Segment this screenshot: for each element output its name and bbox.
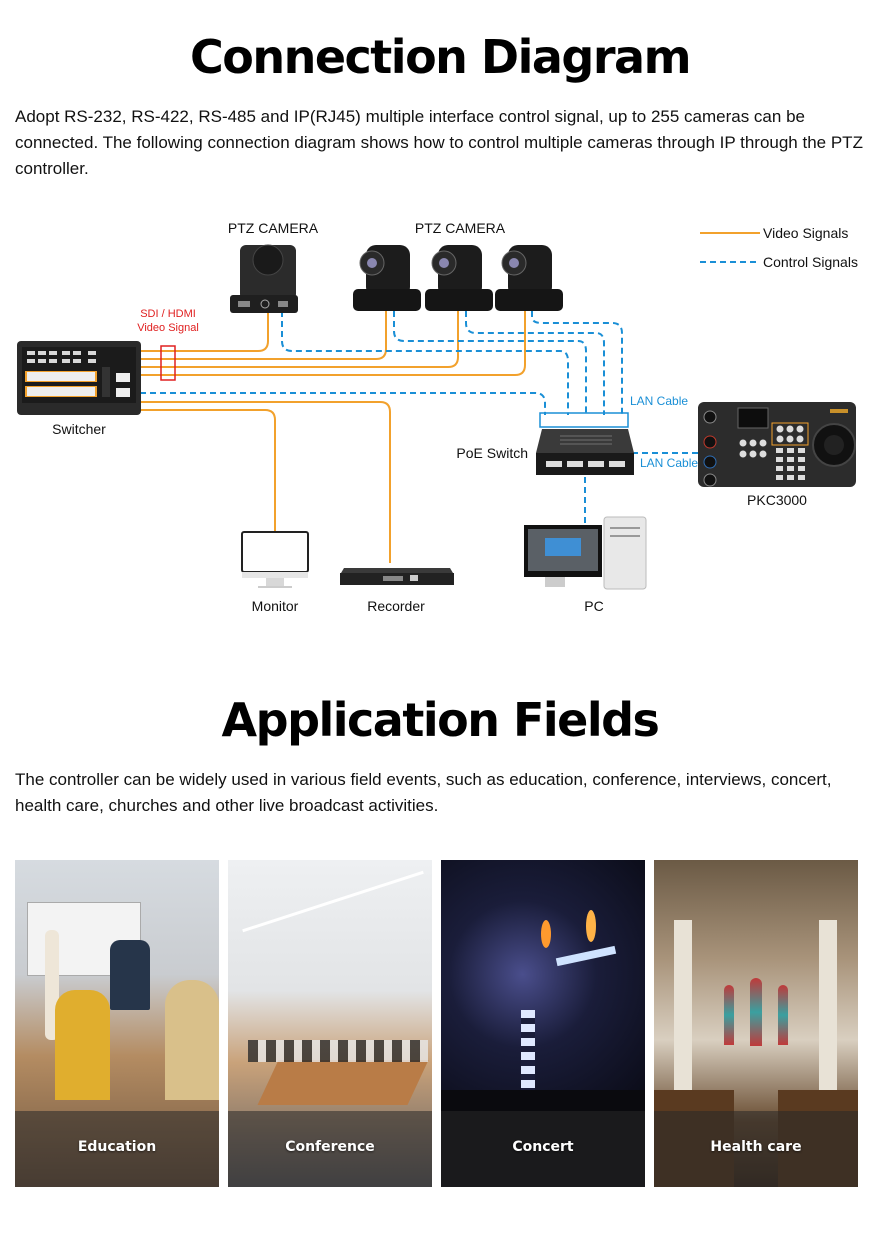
tile-caption: Concert (441, 1111, 645, 1187)
tile-concert: Concert (441, 860, 645, 1187)
video-line-recorder (140, 401, 391, 563)
application-tiles: Education Conference Concert Health care (15, 860, 860, 1187)
pc-device (524, 516, 647, 590)
pkc3000-controller (698, 402, 856, 487)
video-signal-lines (140, 311, 526, 563)
lan-cable-label-side: LAN Cable (640, 456, 698, 470)
camera-lens-icon (252, 244, 284, 276)
sdi-hdmi-highlight (160, 345, 176, 381)
video-line-camera-2 (140, 311, 387, 360)
tile-caption: Education (15, 1111, 219, 1187)
stained-glass-icon (778, 985, 788, 1045)
application-fields-title: Application Fields (221, 693, 660, 747)
ptz-camera-group (353, 245, 563, 311)
tile-conference: Conference (228, 860, 432, 1187)
control-line-camera-1 (281, 311, 569, 415)
control-line-camera-3 (465, 311, 605, 415)
control-line-camera-4 (531, 311, 623, 415)
tile-education: Education (15, 860, 219, 1187)
connection-diagram-title: Connection Diagram (189, 30, 692, 84)
ptz-camera-front: PTZ CAMERA (228, 220, 319, 313)
video-line-monitor (140, 409, 276, 535)
conference-table-icon (257, 1060, 429, 1105)
switcher-label: Switcher (52, 421, 106, 437)
monitor-label: Monitor (252, 598, 299, 614)
tile-caption: Health care (654, 1111, 858, 1187)
connection-description: Adopt RS-232, RS-422, RS-485 and IP(RJ45… (15, 107, 863, 178)
tile-label: Concert (512, 1139, 574, 1155)
tile-label: Conference (285, 1139, 375, 1155)
flame-icon (586, 910, 596, 942)
lan-port-highlight (539, 412, 629, 428)
application-description: The controller can be widely used in var… (15, 770, 832, 815)
camera-base-icon (230, 295, 298, 313)
switcher-device (17, 341, 141, 415)
sdi-hdmi-label: SDI / HDMI (140, 308, 196, 320)
control-signal-lines (140, 311, 698, 525)
video-line-camera-3 (140, 311, 459, 368)
teacher-icon (110, 940, 150, 1010)
student-icon (165, 980, 219, 1100)
ptz-camera-label-1: PTZ CAMERA (228, 220, 319, 236)
connection-diagram: Video Signals Control Signals LAN Cable … (17, 220, 858, 614)
ptz-camera-icon (495, 245, 563, 311)
video-line-camera-1 (140, 311, 269, 352)
video-line-camera-4 (140, 311, 526, 376)
poe-switch-label: PoE Switch (456, 445, 528, 461)
attendees-icon (248, 1040, 428, 1062)
recorder-device (340, 568, 454, 585)
ptz-camera-icon (353, 245, 421, 311)
poe-switch-device (536, 429, 634, 475)
legend-video-label: Video Signals (763, 225, 848, 241)
tile-caption: Conference (228, 1111, 432, 1187)
ptz-camera-label-2: PTZ CAMERA (415, 220, 506, 236)
tile-label: Education (77, 1139, 157, 1155)
ptz-camera-icon (425, 245, 493, 311)
monitor-device (241, 531, 309, 588)
control-line-camera-2 (393, 311, 587, 415)
control-line-switcher (140, 392, 546, 415)
pkc3000-label: PKC3000 (747, 492, 807, 508)
recorder-label: Recorder (367, 598, 425, 614)
tile-health-care: Health care (654, 860, 858, 1187)
stained-glass-icon (724, 985, 734, 1045)
student-icon (55, 990, 110, 1100)
video-signal-label: Video Signal (137, 322, 199, 334)
flame-icon (541, 920, 551, 948)
legend-control-label: Control Signals (763, 254, 858, 270)
stained-glass-icon (750, 978, 762, 1046)
pillar-icon (819, 920, 837, 1100)
lan-cable-label-top: LAN Cable (630, 394, 688, 408)
stage-light-icon (555, 945, 617, 967)
ceiling-light-icon (242, 870, 424, 933)
pillar-icon (674, 920, 692, 1100)
pc-label: PC (584, 598, 603, 614)
legend: Video Signals Control Signals (700, 225, 858, 270)
tile-label: Health care (710, 1139, 802, 1155)
